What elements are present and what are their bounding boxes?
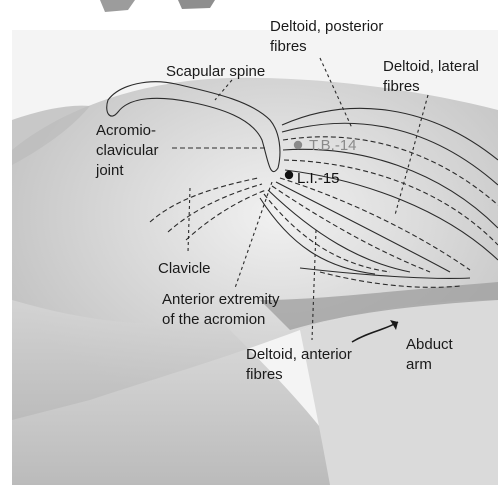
li15-label: L.I.-15 [297, 170, 340, 187]
abduct-arm-label-line2: arm [406, 356, 432, 373]
deltoid-posterior-label-line2: fibres [270, 38, 307, 55]
acromioclavicular-label-line3: joint [95, 162, 124, 179]
acromioclavicular-label-line1: Acromio- [96, 122, 156, 139]
tb14-label: T.B.-14 [309, 137, 357, 154]
deltoid-anterior-label-line1: Deltoid, anterior [246, 346, 352, 363]
deltoid-posterior-label-line1: Deltoid, posterior [270, 18, 383, 35]
anterior-extremity-label-line2: of the acromion [162, 311, 265, 328]
li15-point [285, 171, 293, 179]
tb14-point [294, 141, 302, 149]
deltoid-lateral-label-line2: fibres [383, 78, 420, 95]
anterior-extremity-label-line1: Anterior extremity [162, 291, 280, 308]
clavicle-label: Clavicle [158, 260, 211, 277]
scapular-spine-label: Scapular spine [166, 63, 265, 80]
deltoid-lateral-label-line1: Deltoid, lateral [383, 58, 479, 75]
deltoid-anterior-label-line2: fibres [246, 366, 283, 383]
acromioclavicular-label-line2: clavicular [96, 142, 159, 159]
abduct-arm-label-line1: Abduct [406, 336, 454, 353]
